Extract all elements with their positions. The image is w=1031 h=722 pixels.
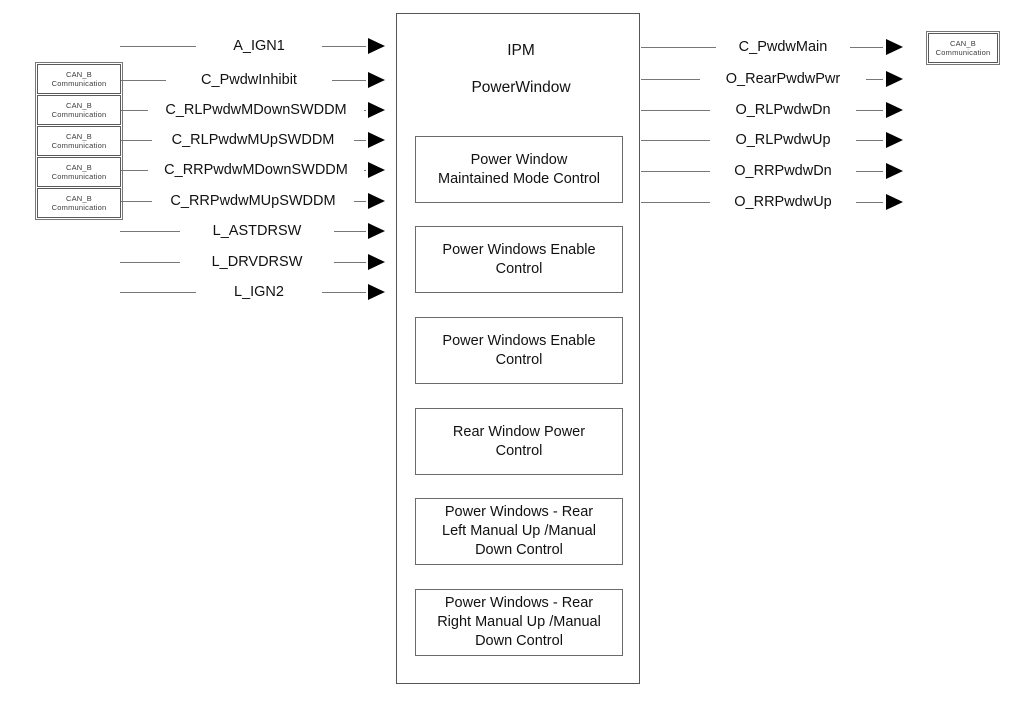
block-power-windows-enable-control-1[interactable]: Power Windows Enable Control bbox=[415, 226, 623, 293]
block-power-windows-enable-control-1-label: Power Windows Enable Control bbox=[442, 241, 596, 277]
block-power-windows-rear-left-manual-label: Power Windows - Rear Left Manual Up /Man… bbox=[442, 504, 596, 558]
input-arrow-c-rlpwdwmdownswddm bbox=[368, 102, 385, 118]
block-rear-window-power-control-label: Rear Window Power Control bbox=[452, 423, 586, 459]
output-label-o-rrpwdwup: O_RRPwdwUp bbox=[710, 194, 856, 210]
block-power-windows-enable-control-2-label: Power Windows Enable Control bbox=[442, 332, 596, 368]
output-arrow-c-pwdwmain bbox=[886, 39, 903, 55]
input-label-c-rrpwdwmupswddm: C_RRPwdwMUpSWDDM bbox=[152, 193, 354, 209]
output-arrow-o-rrpwdwup bbox=[886, 194, 903, 210]
can-b-block-5-line2: Communication bbox=[51, 203, 107, 212]
input-label-l-ign2: L_IGN2 bbox=[196, 284, 322, 300]
can-b-block-1-line2: Communication bbox=[51, 79, 107, 88]
input-label-l-drvdrsw: L_DRVDRSW bbox=[180, 254, 334, 270]
can-b-block-5[interactable]: CAN_B Communication bbox=[37, 188, 121, 218]
can-b-output-block-line1: CAN_B bbox=[949, 38, 976, 48]
output-label-o-rlpwdwdn: O_RLPwdwDn bbox=[710, 102, 856, 118]
output-arrow-o-rlpwdwup bbox=[886, 132, 903, 148]
block-power-window-maintained-mode-control[interactable]: Power Window Maintained Mode Control bbox=[415, 136, 623, 203]
block-power-windows-rear-right-manual-label: Power Windows - Rear Right Manual Up /Ma… bbox=[437, 595, 601, 649]
can-b-block-5-line1: CAN_B bbox=[65, 193, 92, 203]
can-b-block-3-line2: Communication bbox=[51, 141, 107, 150]
block-power-windows-rear-right-manual[interactable]: Power Windows - Rear Right Manual Up /Ma… bbox=[415, 589, 623, 656]
output-label-o-rlpwdwup: O_RLPwdwUp bbox=[710, 132, 856, 148]
input-arrow-l-ign2 bbox=[368, 284, 385, 300]
input-arrow-c-rlpwdwmupswddm bbox=[368, 132, 385, 148]
can-b-input-stack-frame bbox=[35, 62, 123, 220]
can-b-block-2-line1: CAN_B bbox=[65, 100, 92, 110]
block-power-window-maintained-mode-control-label: Power Window Maintained Mode Control bbox=[437, 151, 600, 187]
input-label-l-astdrsw: L_ASTDRSW bbox=[180, 223, 334, 239]
can-b-block-4-line1: CAN_B bbox=[65, 162, 92, 172]
can-b-block-1-line1: CAN_B bbox=[65, 69, 92, 79]
can-b-block-2[interactable]: CAN_B Communication bbox=[37, 95, 121, 125]
block-power-windows-enable-control-2[interactable]: Power Windows Enable Control bbox=[415, 317, 623, 384]
block-power-windows-rear-left-manual[interactable]: Power Windows - Rear Left Manual Up /Man… bbox=[415, 498, 623, 565]
input-label-a-ign1: A_IGN1 bbox=[196, 38, 322, 54]
can-b-output-block[interactable]: CAN_B Communication bbox=[928, 33, 998, 63]
block-rear-window-power-control[interactable]: Rear Window Power Control bbox=[415, 408, 623, 475]
can-b-block-4[interactable]: CAN_B Communication bbox=[37, 157, 121, 187]
input-arrow-c-rrpwdwmupswddm bbox=[368, 193, 385, 209]
output-arrow-o-rrpwdwdn bbox=[886, 163, 903, 179]
can-b-block-3-line1: CAN_B bbox=[65, 131, 92, 141]
can-b-output-frame bbox=[926, 31, 1000, 65]
output-label-o-rrpwdwdn: O_RRPwdwDn bbox=[710, 163, 856, 179]
output-arrow-o-rlpwdwdn bbox=[886, 102, 903, 118]
can-b-block-4-line2: Communication bbox=[51, 172, 107, 181]
output-label-c-pwdwmain: C_PwdwMain bbox=[716, 39, 850, 55]
output-arrow-o-rearpwdwpwr bbox=[886, 71, 903, 87]
input-arrow-c-rrpwdwmdownswddm bbox=[368, 162, 385, 178]
input-label-c-rlpwdwmdownswddm: C_RLPwdwMDownSWDDM bbox=[148, 102, 364, 118]
input-arrow-c-pwdwinhibit bbox=[368, 72, 385, 88]
can-b-block-3[interactable]: CAN_B Communication bbox=[37, 126, 121, 156]
input-arrow-l-drvdrsw bbox=[368, 254, 385, 270]
input-arrow-l-astdrsw bbox=[368, 223, 385, 239]
input-label-c-rlpwdwmupswddm: C_RLPwdwMUpSWDDM bbox=[152, 132, 354, 148]
can-b-output-block-line2: Communication bbox=[935, 48, 991, 57]
ipm-subtitle: PowerWindow bbox=[471, 79, 571, 96]
input-label-c-pwdwinhibit: C_PwdwInhibit bbox=[166, 72, 332, 88]
can-b-block-2-line2: Communication bbox=[51, 110, 107, 119]
input-label-c-rrpwdwmdownswddm: C_RRPwdwMDownSWDDM bbox=[148, 162, 364, 178]
input-arrow-a-ign1 bbox=[368, 38, 385, 54]
can-b-block-1[interactable]: CAN_B Communication bbox=[37, 64, 121, 94]
output-label-o-rearpwdwpwr: O_RearPwdwPwr bbox=[700, 71, 866, 87]
ipm-title: IPM bbox=[507, 42, 535, 59]
